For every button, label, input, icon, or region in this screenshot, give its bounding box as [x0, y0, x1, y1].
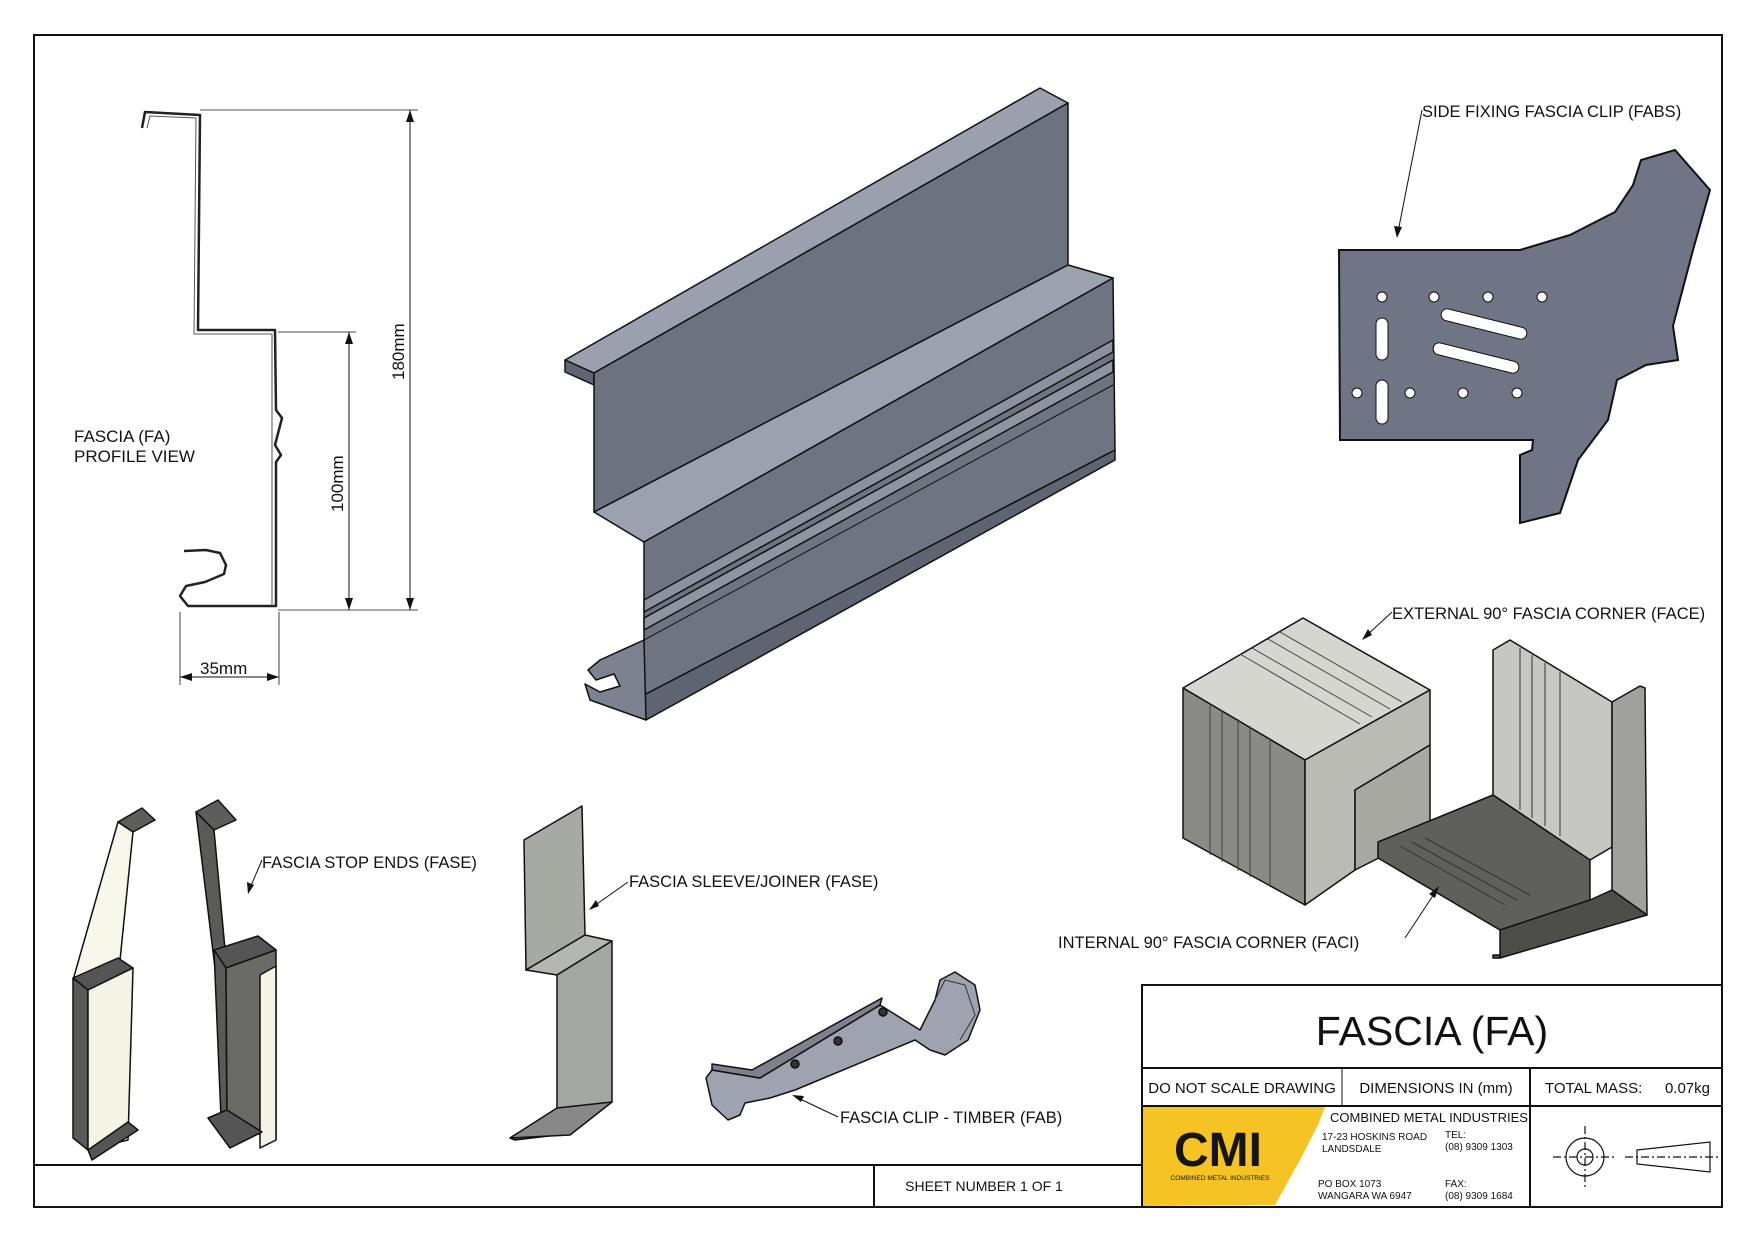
- sleeve-joiner-3d: [509, 805, 613, 1141]
- ext-corner-leader: [1365, 611, 1393, 637]
- cmi-logo-panel: [1143, 1107, 1325, 1206]
- ext-corner-leader-arrow: [1362, 629, 1372, 640]
- side-clip-leader: [1397, 109, 1423, 233]
- stop-ends-leader: [249, 859, 263, 889]
- stop-ends-label: FASCIA STOP ENDS (FASE): [262, 854, 477, 872]
- title-block-title: FASCIA (FA): [1316, 1008, 1548, 1054]
- total-mass-value: 0.07kg: [1665, 1080, 1710, 1097]
- address-line-2: LANDSDALE: [1322, 1144, 1382, 1155]
- fascia-profile-view: [140, 109, 418, 685]
- side-clip-label: SIDE FIXING FASCIA CLIP (FABS): [1422, 103, 1681, 121]
- sheet-number: SHEET NUMBER 1 OF 1: [905, 1178, 1063, 1194]
- int-corner-leader-arrow: [1429, 886, 1439, 898]
- address-line-1: 17-23 HOSKINS ROAD: [1322, 1132, 1427, 1143]
- tel-label: TEL:: [1445, 1130, 1466, 1141]
- int-corner-leader: [1404, 890, 1437, 939]
- company-name: COMBINED METAL INDUSTRIES: [1330, 1110, 1528, 1125]
- po-box-line-1: PO BOX 1073: [1318, 1179, 1382, 1190]
- int-corner-label: INTERNAL 90° FASCIA CORNER (FACI): [1058, 934, 1359, 952]
- internal-corner-3d: [1377, 639, 1648, 959]
- profile-title-line-1: FASCIA (FA): [74, 427, 170, 446]
- do-not-scale-text: DO NOT SCALE DRAWING: [1148, 1080, 1336, 1097]
- dimension-100mm: 100mm: [328, 455, 347, 512]
- dimension-180mm: 180mm: [389, 323, 408, 380]
- dimension-35mm: 35mm: [200, 659, 247, 678]
- side-clip-leader-arrow: [1394, 226, 1402, 238]
- title-block: [34, 984, 1723, 1208]
- sleeve-leader-arrow: [589, 900, 599, 910]
- po-box-line-2: WANGARA WA 6947: [1318, 1191, 1412, 1202]
- sleeve-label: FASCIA SLEEVE/JOINER (FASE): [629, 873, 878, 891]
- fascia-3d-model: [564, 87, 1116, 721]
- clip-timber-leader: [797, 1097, 839, 1118]
- fascia-clip-timber-3d: [705, 971, 981, 1121]
- stop-ends-leader-arrow: [247, 882, 254, 894]
- projection-symbol: [1553, 1126, 1722, 1188]
- fax-number: (08) 9309 1684: [1445, 1191, 1513, 1202]
- total-mass-label: TOTAL MASS:: [1545, 1080, 1642, 1097]
- cmi-logo-subtitle: COMBINED METAL INDUSTRIES: [1171, 1175, 1271, 1182]
- dimensions-text: DIMENSIONS IN (mm): [1359, 1080, 1512, 1097]
- cmi-logo: CMI: [1174, 1124, 1262, 1177]
- fax-label: FAX:: [1445, 1179, 1467, 1190]
- stop-ends-3d: [72, 799, 277, 1161]
- sleeve-leader: [593, 881, 629, 907]
- side-fixing-clip-3d: [1337, 148, 1712, 525]
- ext-corner-label: EXTERNAL 90° FASCIA CORNER (FACE): [1392, 605, 1705, 623]
- sheet-border: [33, 34, 1723, 1208]
- clip-timber-label: FASCIA CLIP - TIMBER (FAB): [840, 1109, 1062, 1127]
- tel-number: (08) 9309 1303: [1445, 1142, 1513, 1153]
- clip-timber-leader-arrow: [792, 1095, 804, 1102]
- profile-title-line-2: PROFILE VIEW: [74, 447, 195, 466]
